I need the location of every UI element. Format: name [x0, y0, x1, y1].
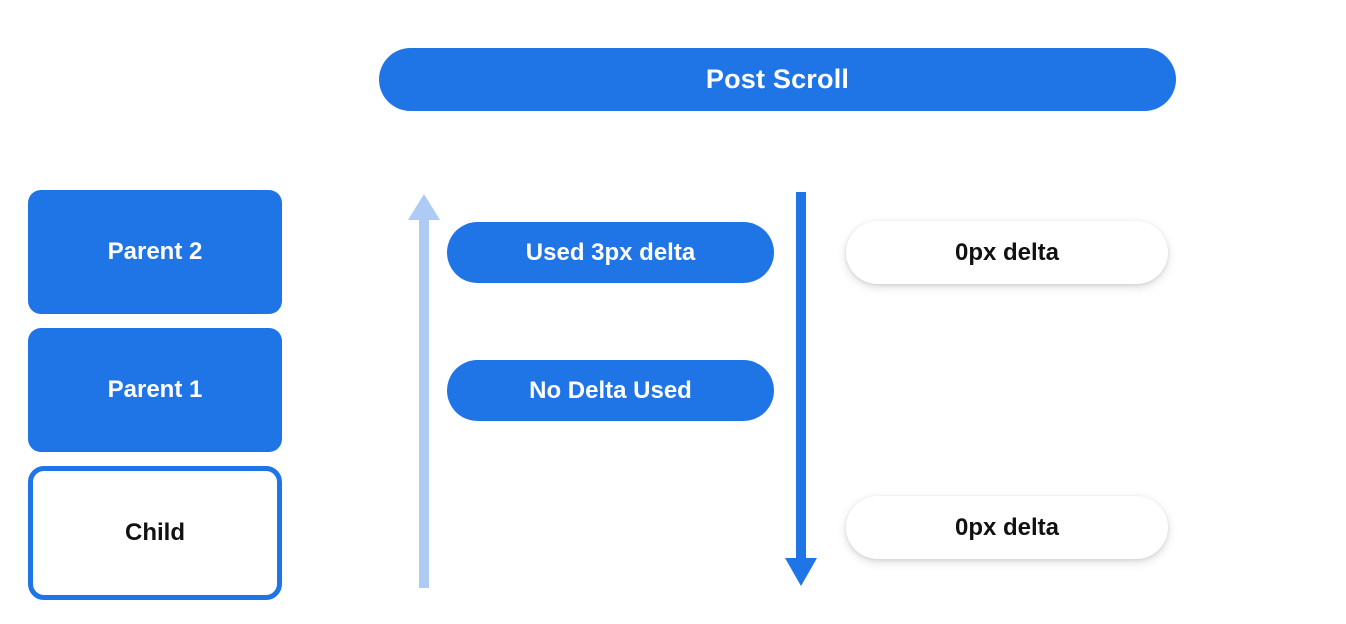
- delta-result-pill-label: 0px delta: [954, 238, 1060, 266]
- node-box-label: Child: [125, 519, 185, 546]
- scroll-chain-up-arrow-icon: [406, 192, 442, 593]
- delta-result-pill-label: 0px delta: [954, 513, 1060, 541]
- node-box-parent-1: Parent 1: [28, 328, 282, 452]
- delta-result-pill-top: 0px delta: [846, 221, 1168, 284]
- page-title: Post Scroll: [705, 64, 850, 94]
- node-box-label: Parent 2: [107, 238, 203, 265]
- delta-pill-label: No Delta Used: [529, 376, 692, 404]
- post-scroll-header-bar: Post Scroll: [379, 48, 1176, 111]
- scroll-chain-down-arrow-icon: [783, 192, 819, 593]
- delta-pill-used-3px: Used 3px delta: [447, 222, 774, 283]
- delta-result-pill-bottom: 0px delta: [846, 496, 1168, 559]
- node-box-label: Parent 1: [107, 376, 203, 403]
- node-box-child: Child: [28, 466, 282, 600]
- delta-pill-label: Used 3px delta: [525, 238, 696, 266]
- delta-pill-no-delta-used: No Delta Used: [447, 360, 774, 421]
- node-box-parent-2: Parent 2: [28, 190, 282, 314]
- node-stack: Parent 2 Parent 1 Child: [28, 190, 282, 600]
